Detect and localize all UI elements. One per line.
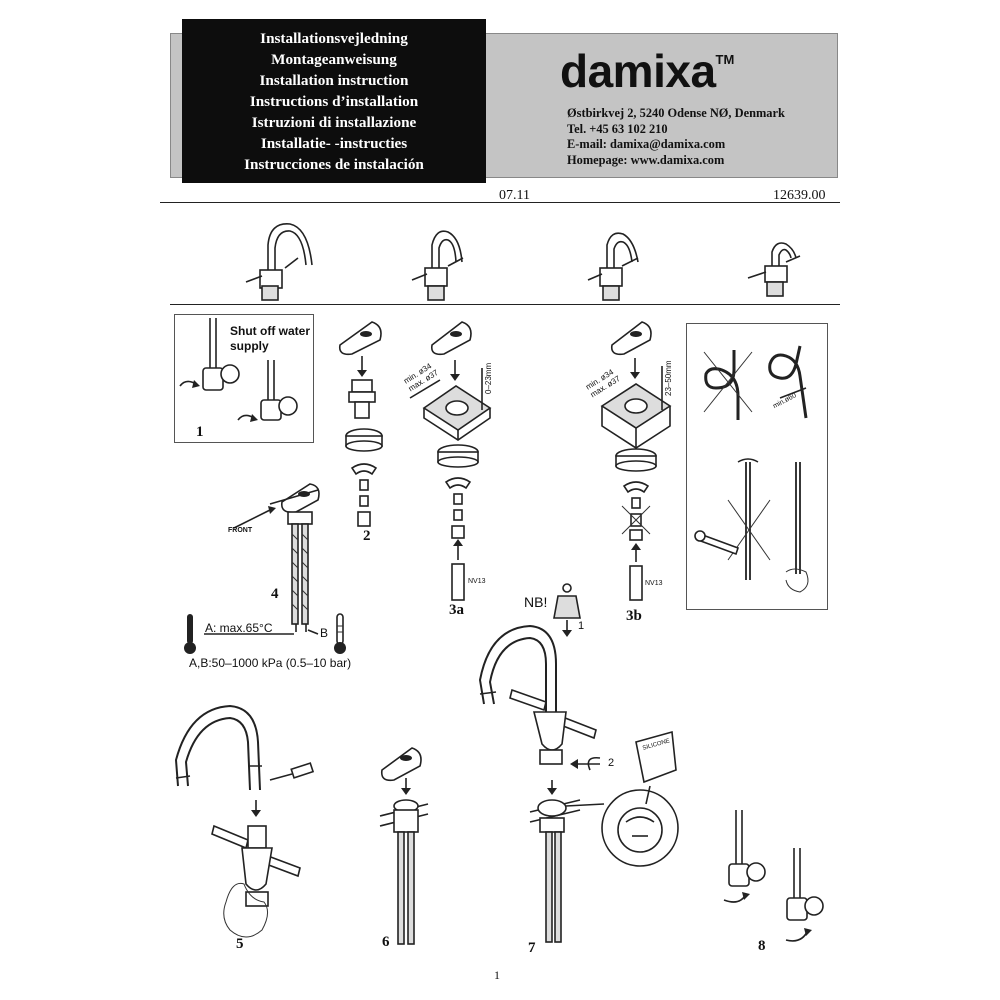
title-spanish: Instrucciones de instalación	[244, 155, 424, 173]
step-7-arrow-1: 1	[578, 620, 585, 632]
faucet-variant-4-icon	[747, 242, 801, 297]
countertop-block-icon	[422, 385, 492, 441]
step-7-arrow-2: 2	[608, 757, 615, 769]
faucet-body-part-icon	[338, 321, 382, 356]
title-german: Montageanweisung	[271, 50, 397, 68]
hose-twist-icon	[727, 458, 771, 580]
lock-nut-icon	[615, 448, 657, 472]
large-faucet-icon	[478, 624, 597, 765]
pressure-range-label: A,B:50–1000 kPa (0.5–10 bar)	[189, 656, 352, 670]
shut-off-label: Shut off water supply	[230, 324, 310, 353]
page-number: 1	[494, 968, 500, 982]
wrench-socket-icon	[451, 563, 465, 601]
company-address: Østbirkvej 2, 5240 Odense NØ, Denmark Te…	[567, 106, 785, 168]
faucet-variant-3-icon	[587, 232, 639, 301]
cold-thermometer-icon	[334, 613, 346, 654]
brand-name: damixa	[560, 45, 716, 97]
weight-icon	[553, 583, 581, 619]
step-8-number: 8	[758, 938, 766, 954]
front-label: FRONT	[228, 527, 253, 534]
step-1-panel	[174, 314, 314, 443]
faucet-body-part-icon	[610, 321, 652, 356]
hand-icon	[223, 882, 268, 938]
faucet-body-part-icon	[380, 747, 422, 782]
cold-water-label: B	[320, 626, 329, 640]
faucet-body-part-icon	[430, 321, 472, 356]
title-italian: Istruzioni di installazione	[251, 113, 417, 131]
thick-countertop-block-icon	[600, 383, 672, 449]
document-date: 07.11	[499, 188, 530, 203]
title-danish: Installationsvejledning	[260, 29, 408, 47]
hot-water-temp-label: A: max.65°C	[205, 621, 273, 635]
hose-handling-panel	[686, 323, 828, 610]
crossed-out-washer-icon	[621, 505, 651, 535]
angle-valve-reopen-icon	[723, 810, 766, 903]
title-block: Installationsvejledning Montageanweisung…	[182, 19, 486, 183]
lock-nut-icon	[345, 428, 383, 452]
socket-size-3a: NV13	[468, 578, 486, 585]
angle-valve-closed-icon	[237, 360, 298, 422]
trademark: TM	[715, 52, 735, 67]
horseshoe-washer-icon	[350, 463, 378, 476]
step-1-number: 1	[196, 424, 204, 440]
hot-thermometer-icon	[184, 614, 196, 654]
hose-correct-loop-icon	[768, 345, 808, 419]
step-7-number: 7	[528, 940, 536, 956]
angle-valve-reopen-2-icon	[785, 848, 824, 942]
faucet-variant-2-icon	[411, 230, 464, 301]
silicone-bag-icon	[635, 730, 677, 805]
flexible-hoses-icon	[291, 523, 309, 625]
address-phone: Tel. +45 63 102 210	[567, 121, 668, 136]
step-6-number: 6	[382, 934, 390, 950]
wrench-socket-icon	[629, 565, 643, 601]
step-2-number: 2	[363, 528, 371, 544]
horseshoe-washer-icon	[444, 477, 472, 490]
title-dutch: Installatie- -instructies	[260, 134, 408, 152]
title-french: Instructions d’installation	[249, 92, 419, 110]
address-street: Østbirkvej 2, 5240 Odense NØ, Denmark	[567, 106, 785, 120]
header-divider	[160, 202, 840, 204]
horseshoe-washer-icon	[622, 481, 650, 494]
faucet-variant-1-icon	[245, 223, 313, 301]
step-5-number: 5	[236, 936, 244, 952]
faucet-body-5-icon	[211, 824, 301, 907]
screwdriver-icon	[269, 762, 315, 781]
step-4-number: 4	[271, 586, 279, 602]
mounted-faucet-base-icon	[269, 483, 320, 525]
step-3b-number: 3b	[626, 608, 642, 624]
title-english: Installation instruction	[259, 71, 409, 89]
address-email: E-mail: damixa@damixa.com	[567, 137, 726, 151]
threaded-connector-icon	[348, 379, 376, 419]
wrench-icon	[694, 530, 740, 556]
washer-stack-icon	[357, 479, 371, 527]
step-3a-number: 3a	[449, 602, 464, 618]
document-number: 12639.00	[773, 188, 826, 203]
silicone-detail-icon	[565, 789, 679, 867]
mounted-connector-icon	[379, 799, 429, 945]
lock-nut-icon	[437, 444, 479, 468]
section-divider	[170, 304, 840, 306]
brand-logo: damixaTM	[560, 44, 734, 98]
spout-icon	[174, 704, 262, 791]
hose-hand-tighten-icon	[785, 462, 809, 593]
angle-valve-open-icon	[179, 318, 240, 391]
hose-wrong-bend-icon	[703, 350, 753, 420]
address-homepage: Homepage: www.damixa.com	[567, 152, 725, 167]
socket-size-3b: NV13	[645, 580, 663, 587]
mounted-base-7-icon	[529, 799, 581, 943]
nb-label: NB!	[524, 594, 548, 610]
